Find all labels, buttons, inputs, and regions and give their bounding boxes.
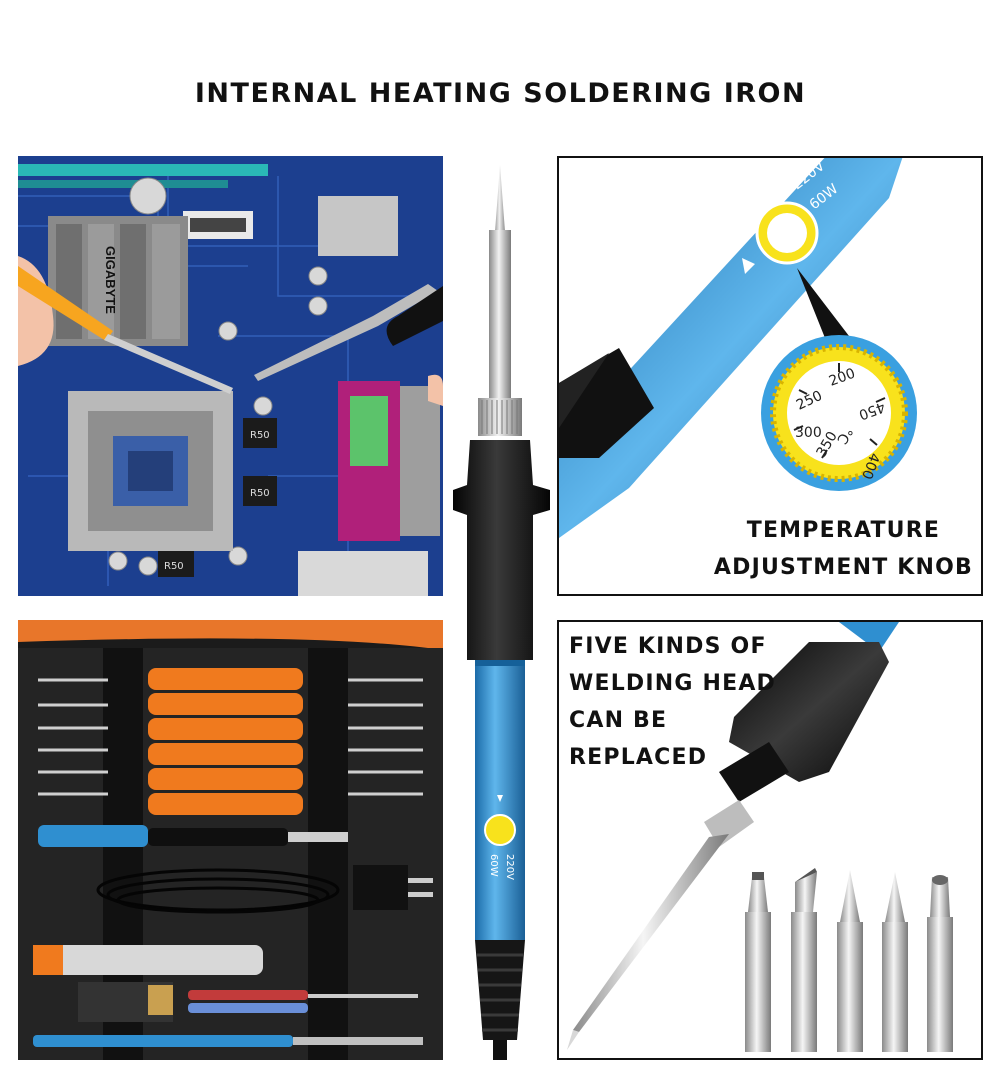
motherboard-photo: GIGABYTE R50 R50 R50: [18, 156, 443, 596]
iron-voltage-label: 220V: [504, 854, 515, 880]
tips-caption-line-1: FIVE KINDS OF: [569, 634, 767, 659]
knob-caption-line-2: ADJUSTMENT KNOB: [713, 555, 973, 580]
tips-caption: FIVE KINDS OF WELDING HEAD CAN BE REPLAC…: [569, 628, 776, 776]
tip-fine: [882, 872, 908, 1052]
welding-heads-illustration: [567, 622, 953, 1052]
tool-case-photo: [18, 620, 443, 1060]
knob-closeup-illustration: 220V 60W 200 250 300 350 400 450 °C: [559, 158, 917, 538]
knob-caption: TEMPERATURE ADJUSTMENT KNOB: [714, 512, 973, 586]
tip-chisel: [745, 872, 771, 1052]
iron-power-label: 60W: [488, 854, 499, 877]
motherboard-illustration: GIGABYTE R50 R50 R50: [18, 156, 443, 596]
knob-caption-line-1: TEMPERATURE: [746, 518, 941, 543]
page-title: INTERNAL HEATING SOLDERING IRON: [194, 78, 807, 109]
tool-case-illustration: [18, 620, 443, 1060]
chip-label-2: R50: [250, 488, 270, 499]
knob-unit: °C: [833, 424, 855, 447]
tip-bevel: [927, 875, 953, 1052]
knob-scale-300: 300: [795, 425, 822, 441]
tips-caption-line-4: REPLACED: [569, 745, 708, 770]
tip-knife: [791, 868, 817, 1052]
welding-heads-panel: FIVE KINDS OF WELDING HEAD CAN BE REPLAC…: [557, 620, 983, 1060]
soldering-iron-illustration: 220V 60W: [453, 165, 550, 1060]
soldering-iron-image: 220V 60W: [445, 150, 555, 1060]
motherboard-brand: GIGABYTE: [103, 246, 118, 314]
temperature-knob-panel: 220V 60W 200 250 300 350 400 450 °C TEMP…: [557, 156, 983, 596]
chip-label-1: R50: [250, 430, 270, 441]
tips-caption-line-3: CAN BE: [569, 708, 668, 733]
tips-caption-line-2: WELDING HEAD: [569, 671, 777, 696]
tip-conical: [837, 870, 863, 1052]
chip-label-3: R50: [164, 561, 184, 572]
